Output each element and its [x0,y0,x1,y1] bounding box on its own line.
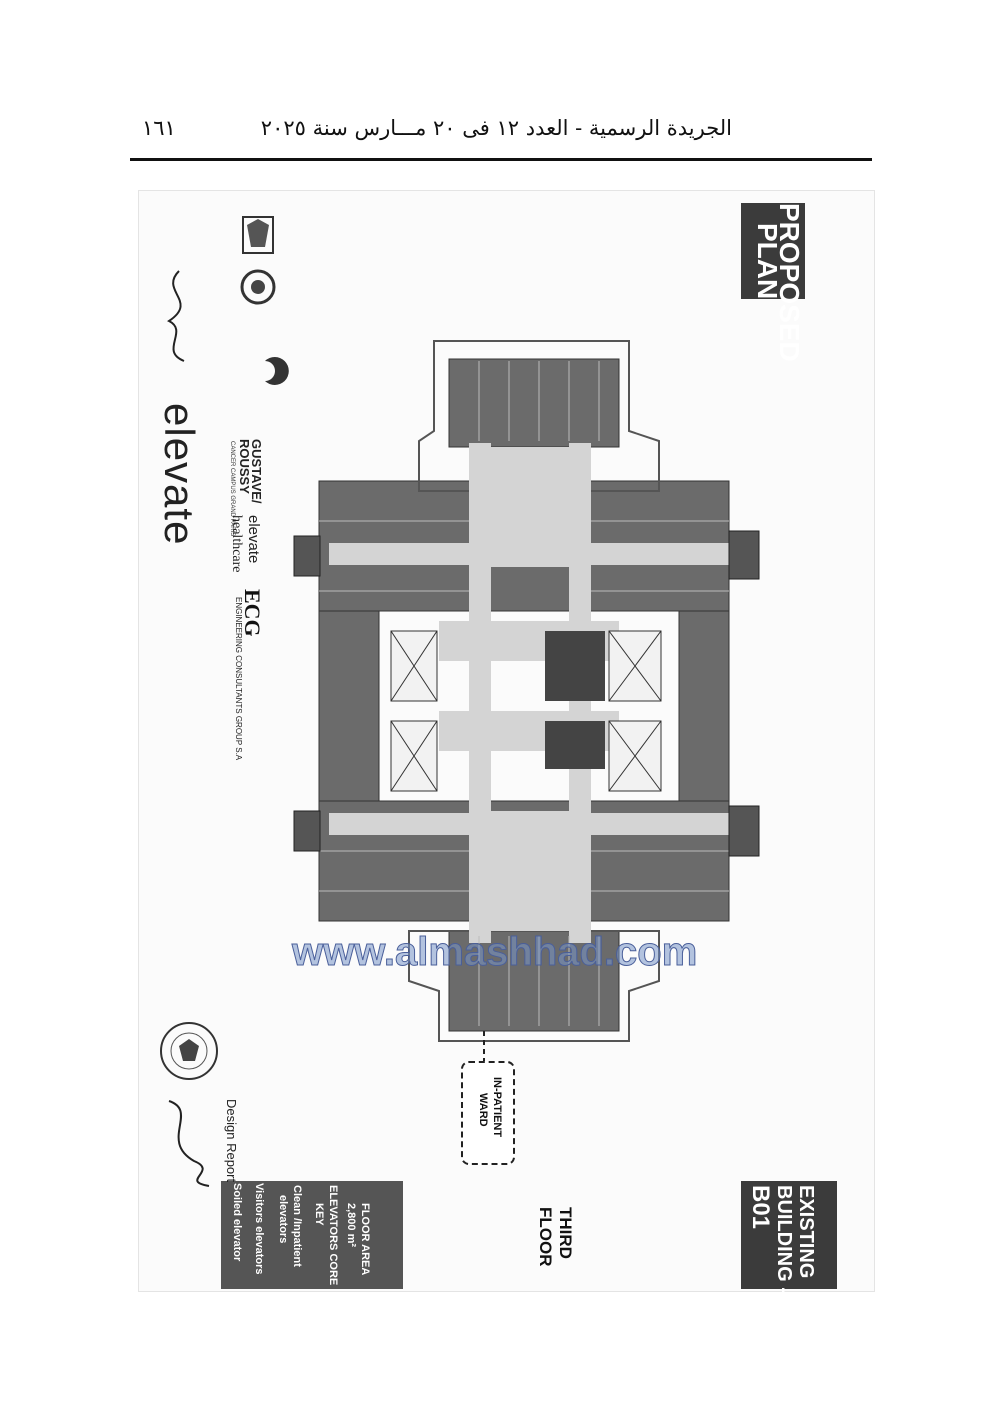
floor-label-floor: FLOOR [536,1207,555,1267]
website-watermark: www.almashhad.com [291,930,698,975]
plan-label: PLAN [752,223,783,300]
building-code: B01 [747,1185,774,1230]
egypt-eagle-emblem [242,216,274,254]
ecg-logo: ECG [240,589,265,637]
existing-building-tag: EXISTING BUILDING - B01 [741,1181,837,1294]
building-label: BUILDING - [773,1185,795,1294]
soiled-elevator-label: Soiled elevator [231,1183,243,1262]
floor-label-third: THIRD [556,1207,575,1259]
emblem-logos [240,216,289,385]
ward-label-1: IN-PATIENT [491,1077,503,1138]
gustave-roussy-crescent-logo [265,357,289,385]
floor-area-value: 2,800 m² [345,1203,357,1248]
elevate-healthcare-2: healthcare [229,515,244,573]
elevator-key-panel: FLOOR AREA 2,800 m² ELEVATORS CORE KEY C… [221,1181,403,1289]
visitors-elevators-label: Visitors elevators [253,1183,265,1275]
clean-elevators-label: Clean /Inpatient [291,1185,303,1267]
gustave-roussy-line2: ROUSSY [237,439,252,494]
elevate-logo-large: elevate [156,403,203,546]
clean-elevators-label-2: elevators [277,1195,289,1244]
signature-mark [167,270,185,362]
elevate-healthcare-1: elevate [245,515,262,564]
in-patient-ward-box: IN-PATIENT WARD [461,1061,515,1165]
floor-plan-drawing [293,340,760,1061]
ministry-seal-logo [240,269,276,305]
elevators-core-label: ELEVATORS CORE [327,1185,339,1286]
existing-label: EXISTING [795,1185,817,1279]
ward-label-2: WARD [477,1093,489,1127]
proposed-plan-tag: PROPOSED [741,203,805,362]
key-label: KEY [313,1203,325,1226]
page-number: ١٦١ [142,116,176,140]
gazette-title: الجريدة الرسمية - العدد ١٢ فى ٢٠ مـــارس… [260,116,732,140]
corridors [329,443,729,943]
floor-area-label: FLOOR AREA [359,1203,371,1276]
page-header: الجريدة الرسمية - العدد ١٢ فى ٢٠ مـــارس… [130,112,872,161]
floor-plan-sheet: PROPOSED PLAN EXISTING BUILDING - B01 TH… [138,190,875,1294]
ecg-subtitle: ENGINEERING CONSULTANTS GROUP S.A [234,597,243,761]
official-stamp [160,1022,218,1187]
